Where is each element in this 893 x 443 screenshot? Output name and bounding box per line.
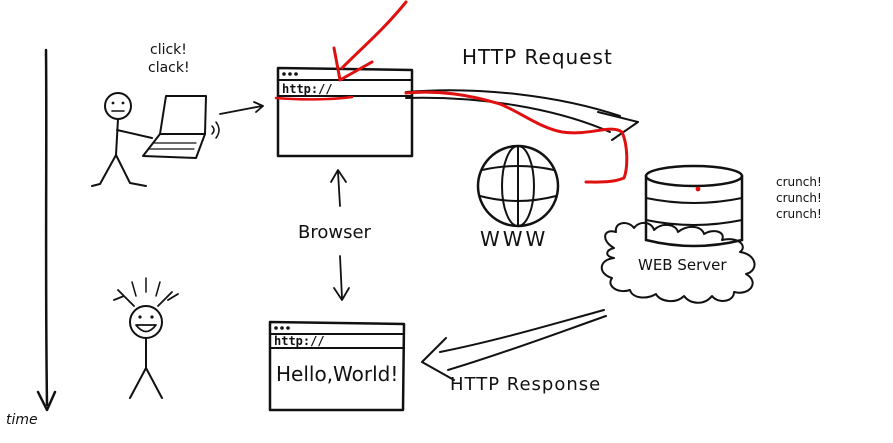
laptop-icon: [142, 95, 220, 159]
user-stick-figure: [91, 92, 153, 187]
browser-window-top: http://: [276, 66, 414, 158]
web-server-label: WEB Server: [638, 256, 727, 274]
time-label: time: [6, 412, 38, 428]
clack-label: clack!: [148, 60, 190, 76]
crunch-label-2: crunch!: [776, 191, 822, 205]
http-request-label: HTTP Request: [462, 45, 613, 69]
user-to-browser-arrow: [219, 101, 264, 115]
http-response-arrow: [421, 309, 607, 381]
server-status-dot: [695, 186, 701, 192]
red-annotation-arrow: [274, 0, 408, 101]
browser-label: Browser: [298, 222, 372, 243]
browser-arrow-down: [333, 255, 350, 301]
time-axis: time: [6, 48, 57, 428]
http-response-label: HTTP Response: [450, 374, 601, 395]
globe-icon: [476, 144, 560, 228]
happy-stick-figure: [113, 277, 179, 399]
http-request-arrow: [405, 89, 639, 141]
crunch-label-1: crunch!: [776, 175, 822, 189]
crunch-label-3: crunch!: [776, 207, 822, 221]
www-label: WWW: [480, 227, 548, 251]
address-bar-bottom: http://: [274, 334, 325, 348]
browser-arrow-up: [330, 169, 347, 207]
click-label: click!: [150, 42, 187, 58]
browser-window-bottom: http:// Hello,World!: [268, 320, 406, 412]
red-request-path: [404, 90, 629, 184]
server-cylinder-icon: [600, 164, 756, 304]
hello-world-text: Hello,World!: [276, 362, 398, 386]
address-bar-top: http://: [282, 82, 333, 96]
